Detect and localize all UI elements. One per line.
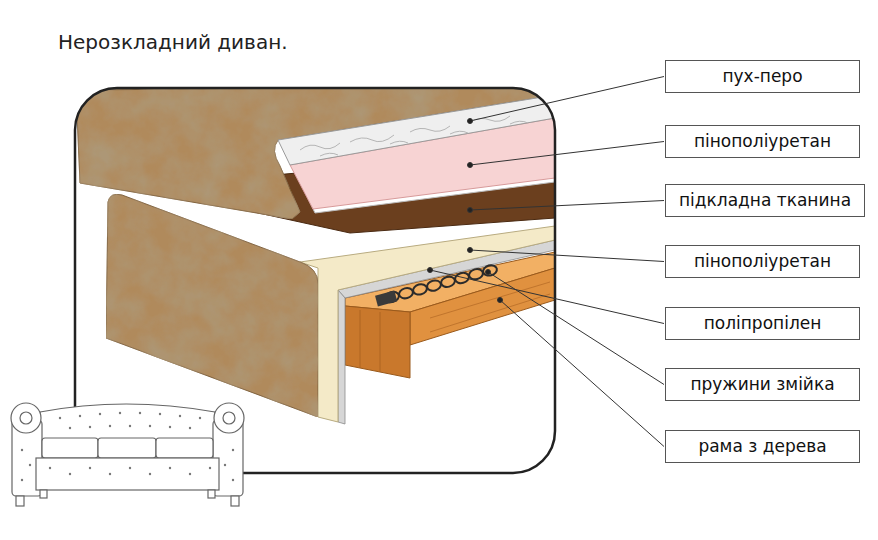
part-label: рама з дерева bbox=[698, 437, 826, 456]
label-box: пружини змійка bbox=[665, 368, 860, 401]
part-label: пух-перо bbox=[722, 67, 802, 86]
seat-foam bbox=[300, 226, 555, 422]
part-label: підкладна тканина bbox=[679, 191, 851, 210]
part-label: пінополіуретан bbox=[694, 132, 831, 151]
label-box: поліпропілен bbox=[665, 307, 860, 340]
part-label: пружини змійка bbox=[690, 375, 834, 394]
part-label: поліпропілен bbox=[704, 314, 822, 333]
sofa-icon bbox=[11, 403, 244, 506]
part-label: пінополіуретан bbox=[694, 252, 831, 271]
cushion bbox=[76, 88, 555, 219]
label-box: пух-перо bbox=[665, 60, 860, 93]
seat-base bbox=[106, 194, 318, 417]
wood-rail bbox=[410, 268, 555, 345]
cutaway bbox=[76, 88, 555, 424]
spring-clip bbox=[375, 291, 397, 307]
label-box: підкладна тканина bbox=[665, 184, 865, 217]
label-box: пінополіуретан bbox=[665, 245, 860, 278]
label-box: пінополіуретан bbox=[665, 125, 860, 158]
label-box: рама з дерева bbox=[665, 430, 860, 463]
diagram-title: Нерозкладний диван. bbox=[58, 30, 288, 54]
wood-front bbox=[345, 306, 410, 378]
down-feather bbox=[278, 95, 555, 165]
leader-lines bbox=[428, 77, 665, 447]
